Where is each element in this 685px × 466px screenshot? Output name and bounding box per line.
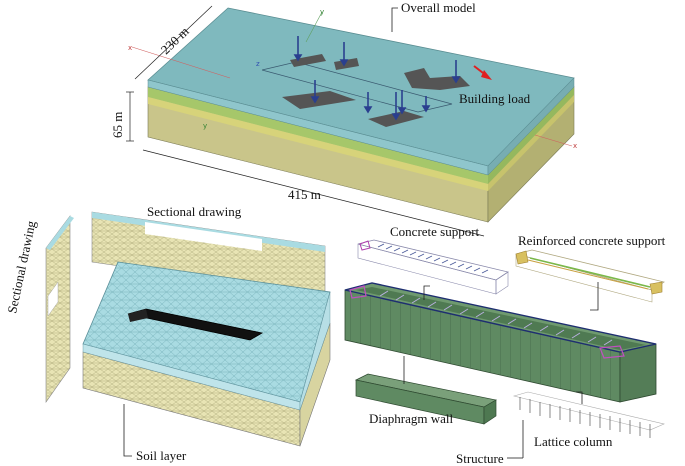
y-axis-label-bottom: y — [203, 122, 207, 130]
overall-model-block: x y z x y — [128, 7, 577, 223]
building-footprint-3 — [282, 91, 356, 109]
sectional-panel-top-gap — [145, 222, 262, 251]
building-footprint-2 — [334, 58, 359, 70]
dimension-lines — [126, 5, 485, 237]
reinforced-support-model — [515, 249, 665, 303]
x-axis-line-right — [534, 134, 573, 147]
diaphragm-wall-model — [354, 373, 497, 425]
soil-layer-leader — [123, 404, 132, 457]
concrete-support-label: Concrete support — [390, 224, 480, 239]
sectional-panel-left-surface — [46, 216, 74, 250]
main-structure-model — [344, 282, 657, 403]
lattice-column-label: Lattice column — [534, 434, 613, 449]
reinforced-support-label: Reinforced concrete support — [518, 233, 666, 248]
sectional-top-label: Sectional drawing — [147, 204, 242, 219]
green-band-side — [488, 87, 574, 184]
overall-model-label: Overall model — [401, 0, 476, 15]
concrete-support-model — [357, 239, 509, 295]
overall-model-leader — [391, 7, 398, 32]
y-axis-line — [305, 11, 323, 43]
mesh-top-edge-side — [299, 291, 331, 411]
mesh-excavation-pit-end — [128, 309, 148, 322]
structure-label: Structure — [456, 451, 504, 466]
structure-block — [344, 239, 665, 459]
mesh-excavation-pit — [127, 308, 264, 341]
load-direction-arrow — [473, 65, 492, 80]
yellow-band-front — [148, 97, 488, 191]
sectional-left-label: Sectional drawing — [4, 219, 38, 315]
yellow-band-side — [488, 95, 574, 191]
building-footprint-1 — [290, 54, 326, 67]
x-axis-label-right: x — [573, 142, 577, 150]
lattice-column-model — [512, 391, 665, 438]
mesh-model-block — [45, 211, 331, 457]
y-axis-label-top: y — [320, 8, 324, 16]
main-structure-inner — [356, 287, 646, 350]
dim-length-label: 415 m — [288, 187, 321, 202]
x-axis-label-left: x — [128, 44, 132, 52]
load-arrows — [293, 36, 461, 121]
main-structure-end — [619, 343, 657, 403]
z-axis-label: z — [256, 60, 260, 68]
excavation-outline — [261, 61, 453, 113]
structure-leaders — [403, 282, 599, 459]
green-band-front — [148, 87, 488, 184]
soil-layer-label: Soil layer — [136, 448, 187, 463]
building-load-label: Building load — [459, 91, 531, 106]
top-edge-side — [487, 77, 575, 176]
building-footprint-4 — [404, 68, 470, 90]
sectional-panel-left-gap — [47, 281, 59, 317]
x-axis-line-left — [131, 46, 231, 79]
diaphragm-wall-label: Diaphragm wall — [369, 411, 454, 426]
dim-height-label: 65 m — [110, 112, 125, 138]
